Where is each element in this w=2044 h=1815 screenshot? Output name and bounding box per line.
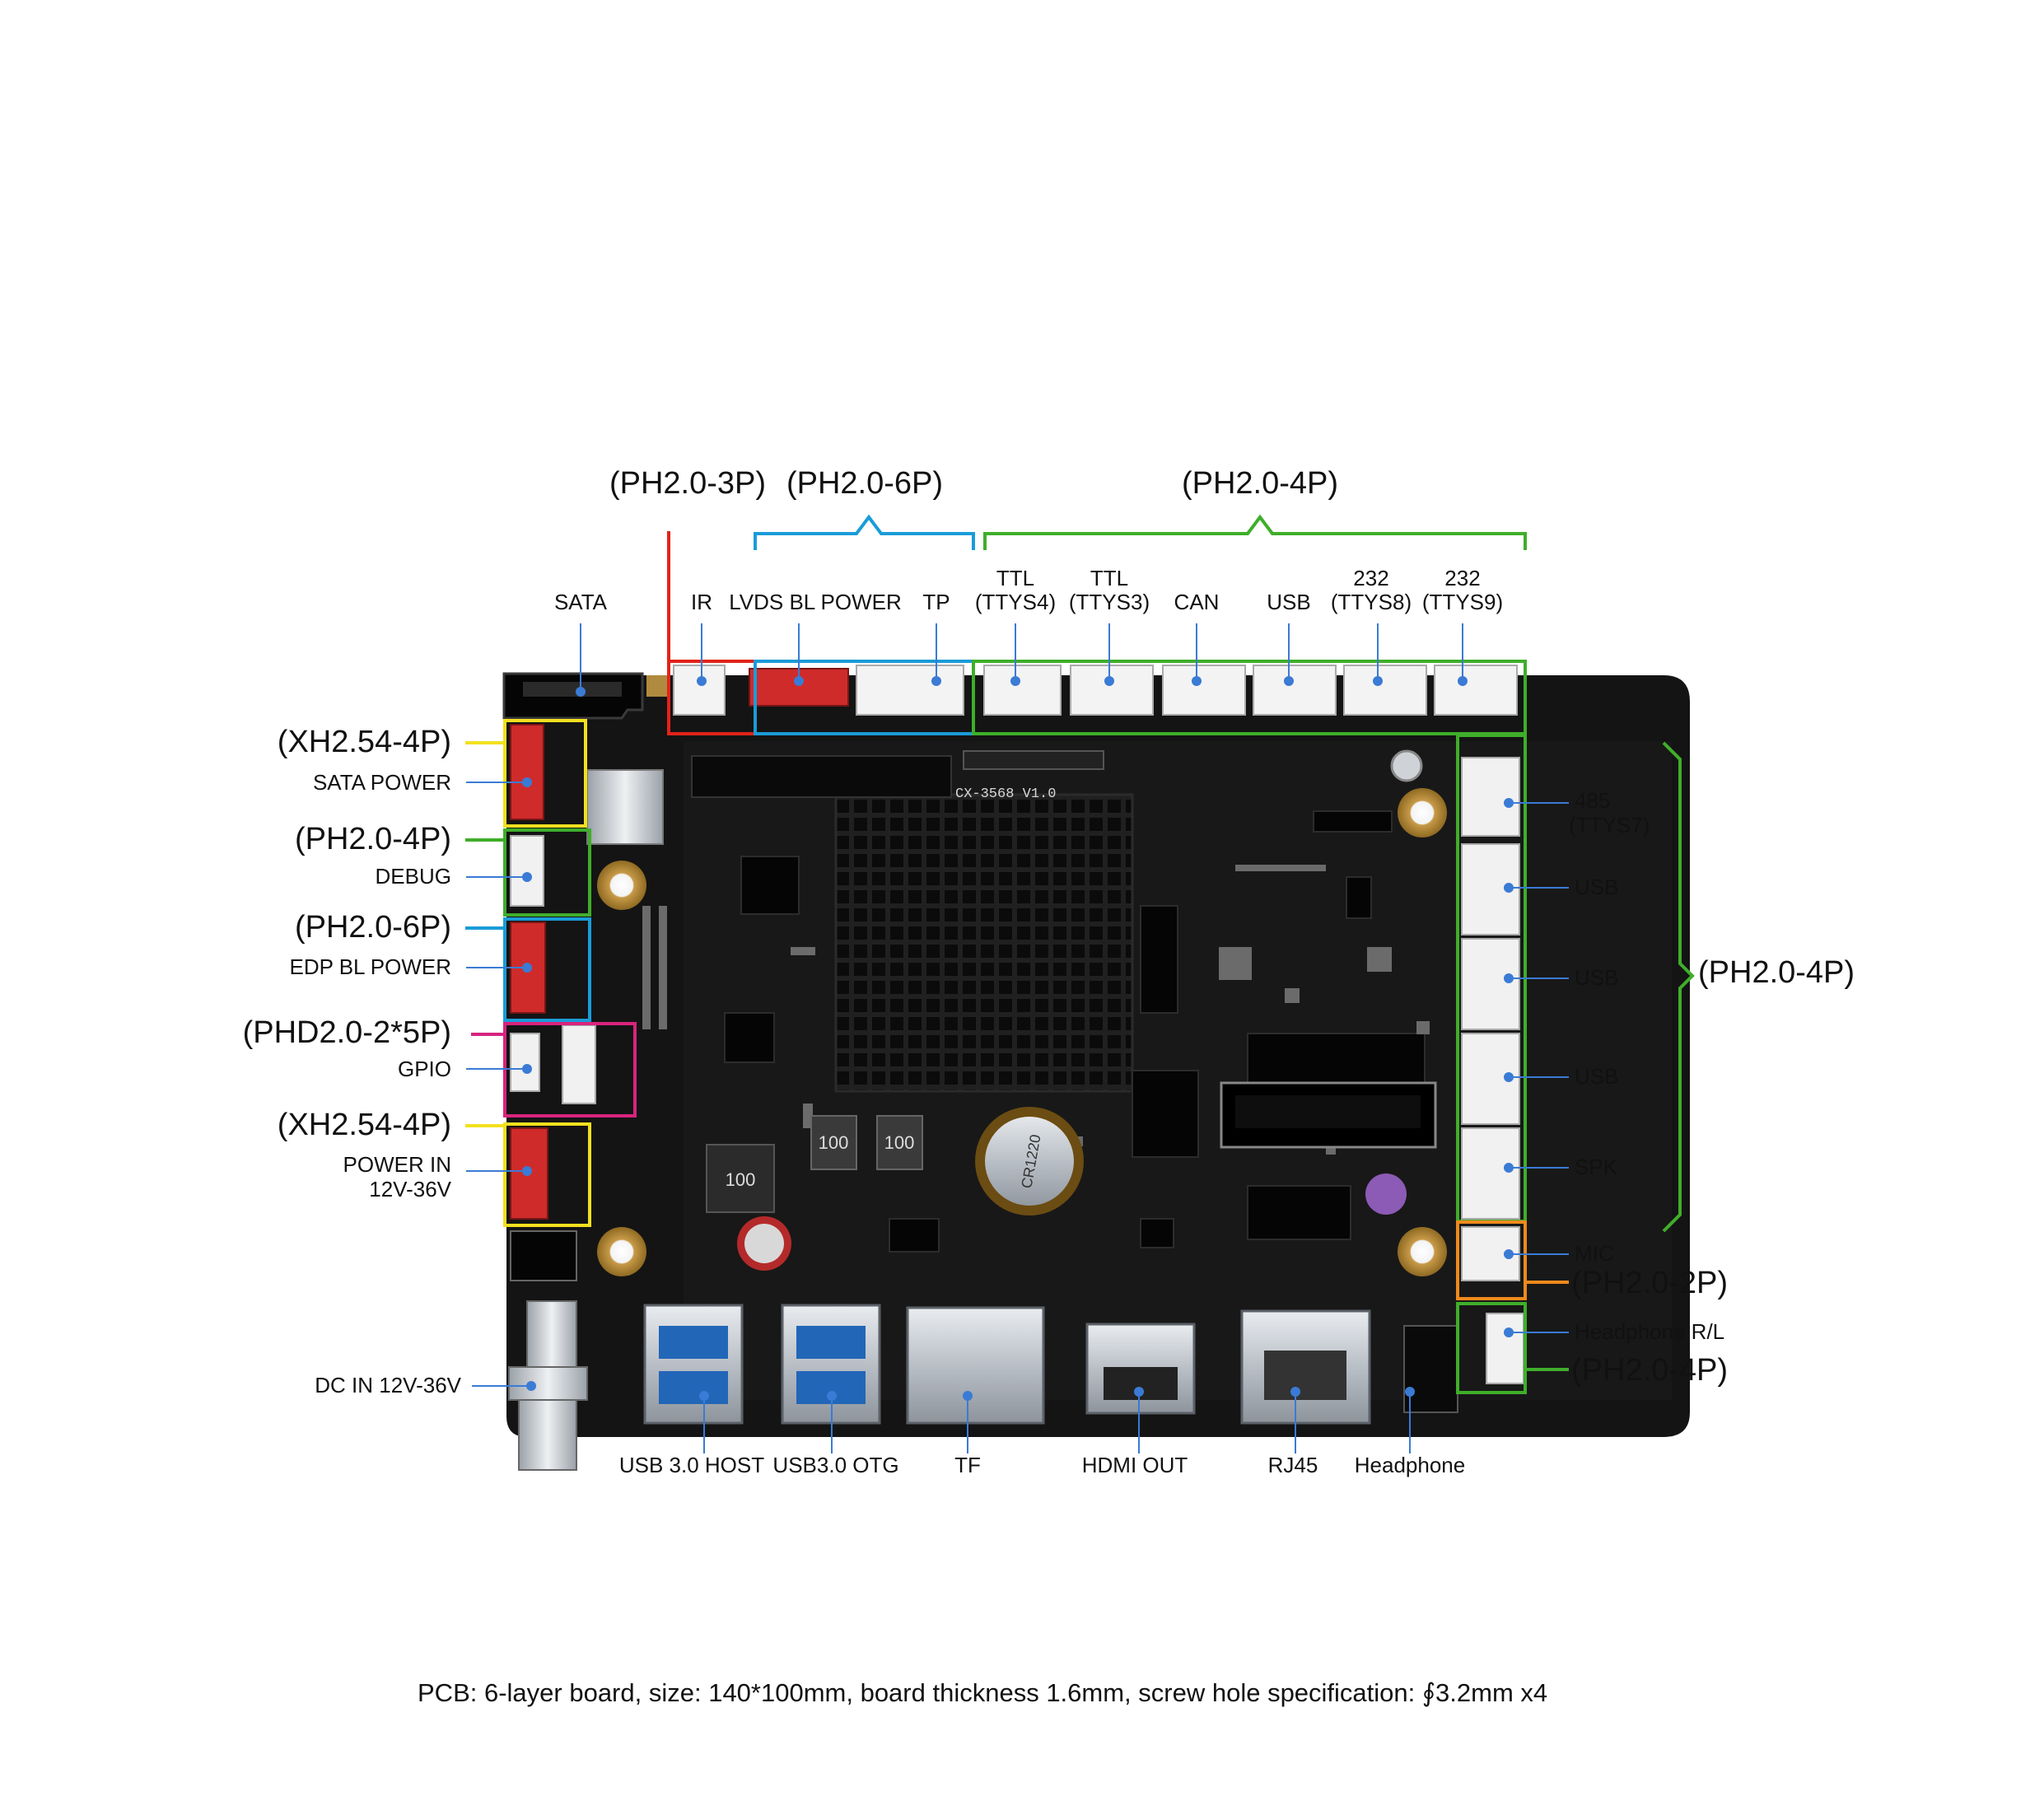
label-485-b: (TTYS7) [1569,813,1650,838]
wifi-module [586,769,664,845]
top-connectors [673,665,1518,798]
heatsink [834,793,1134,1093]
svg-text:100: 100 [884,1132,915,1153]
label-232-ttys8-b: (TTYS8) [1330,590,1412,614]
label-power-in-a: POWER IN [343,1152,451,1177]
label-sata-power: SATA POWER [312,770,451,795]
label-232-ttys9-b: (TTYS9) [1421,590,1504,614]
pointers [466,623,1569,1453]
sata-power-box [503,719,587,828]
label-sata: SATA [553,590,608,614]
label-ttl-ttys4-a: TTL [996,566,1035,590]
label-usb30-host: USB 3.0 HOST [618,1453,765,1477]
spec-leaders [465,514,1695,1371]
label-usb-top: USB [1267,590,1311,614]
headphone-box [1456,1302,1527,1394]
svg-text:100: 100 [726,1169,756,1190]
label-ttl-ttys4-b: (TTYS4) [974,590,1057,614]
spec-lvds: (PH2.0-6P) [786,466,944,501]
spec-debug: (PH2.0-4P) [294,822,451,856]
svg-text:100: 100 [819,1132,849,1153]
label-mic: MIC [1575,1241,1614,1266]
label-tf: TF [954,1453,981,1477]
coin-cell: CR1220 [975,1107,1084,1215]
label-ir: IR [691,590,712,614]
label-ttl-ttys3-b: (TTYS3) [1068,590,1150,614]
label-edp-bl-power: EDP BL POWER [289,954,452,979]
label-rj45: RJ45 [1267,1453,1318,1477]
label-gpio: GPIO [397,1057,451,1081]
label-tp: TP [922,590,950,614]
power-in-box [503,1122,591,1227]
label-headphone: Headphone [1354,1453,1466,1477]
label-usb-right-3: USB [1575,1064,1619,1089]
label-dc-in: DC IN 12V-36V [315,1373,461,1397]
spec-power-in: (XH2.54-4P) [277,1108,451,1142]
spec-sata-power: (XH2.54-4P) [277,725,451,759]
capacitors [737,1173,1407,1271]
label-usb-right-1: USB [1575,875,1619,899]
spec-headphone: (PH2.0-4P) [1571,1353,1729,1388]
label-lvds-bl-power: LVDS BL POWER [729,590,902,614]
footer-note: PCB: 6-layer board, size: 140*100mm, boa… [418,1678,1548,1707]
label-debug: DEBUG [375,864,451,889]
spec-ir: (PH2.0-3P) [609,466,767,501]
label-usb30-otg: USB3.0 OTG [772,1453,899,1477]
sata-connector [502,672,670,720]
right-connectors [1461,757,1524,1384]
label-485-a: 485 [1575,788,1611,813]
label-can: CAN [1174,590,1220,614]
debug-box [503,828,591,917]
label-hdmi-out: HDMI OUT [1081,1453,1188,1477]
board-model-text: CX-3568 V1.0 [955,786,1056,802]
label-ttl-ttys3-a: TTL [1090,566,1129,590]
edp-box [503,917,591,1022]
spec-edp: (PH2.0-6P) [294,910,451,945]
spec-gpio: (PHD2.0-2*5P) [242,1015,451,1050]
spec-right-group: (PH2.0-4P) [1698,955,1855,990]
label-power-in-b: 12V-36V [369,1177,451,1201]
bottom-ports [643,1304,1458,1425]
label-232-ttys8-a: 232 [1353,566,1389,590]
label-headphone-rl: Headphone R/L [1575,1319,1725,1344]
uart-row-box [972,660,1527,735]
label-usb-right-2: USB [1575,965,1619,990]
spec-uart-row: (PH2.0-4P) [1181,466,1339,501]
mpcie-slot [1220,1081,1437,1149]
label-spk: SPK [1575,1155,1618,1179]
mic-box [1456,1220,1527,1300]
inductors: 100 100 100 [706,1115,923,1213]
dc-jack [508,1300,588,1471]
spec-mic: (PH2.0-2P) [1571,1266,1729,1300]
screw-holes [597,749,1447,1276]
label-232-ttys9-a: 232 [1444,566,1481,590]
